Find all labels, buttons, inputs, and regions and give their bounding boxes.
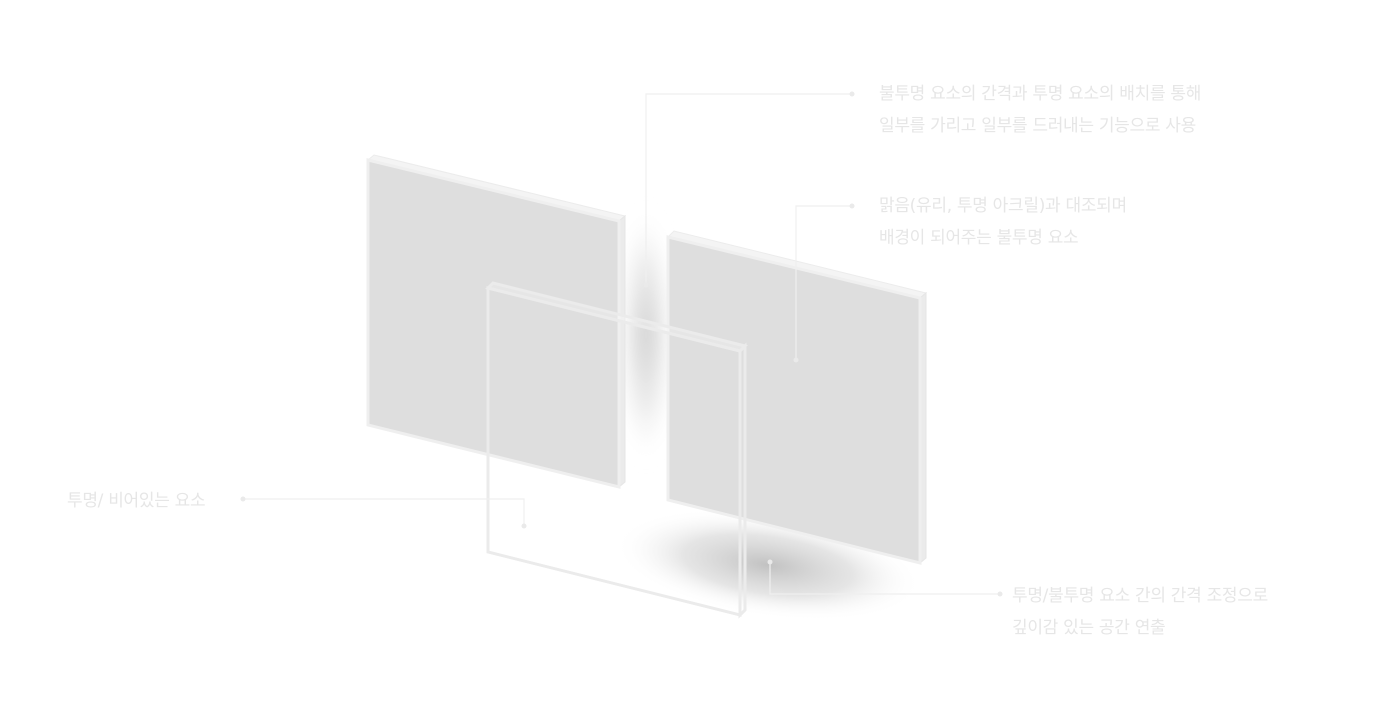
gap-shadow (618, 205, 674, 465)
leader-line-bottom (769, 562, 1000, 595)
dot-bottom-end (997, 591, 1003, 597)
dot-top-start (643, 282, 649, 288)
leader-line-top (645, 93, 852, 285)
leader-line-mid (795, 205, 852, 360)
dot-left-end (521, 523, 527, 529)
annotation-bottom: 투명/불투명 요소 간의 간격 조정으로 깊이감 있는 공간 연출 (1012, 580, 1268, 644)
annotation-top-line2: 일부를 가리고 일부를 드러내는 기능으로 사용 (879, 116, 1196, 136)
annotation-top-line1: 불투명 요소의 간격과 투명 요소의 배치를 통해 (879, 84, 1202, 104)
dot-left-start (240, 496, 246, 502)
dot-top-end (849, 91, 855, 97)
opaque-panel-right (666, 230, 928, 565)
leader-dots (240, 91, 1003, 597)
opaque-panel-left (366, 154, 627, 489)
annotation-bottom-line2: 깊이감 있는 공간 연출 (1012, 618, 1166, 638)
annotation-bottom-line1: 투명/불투명 요소 간의 간격 조정으로 (1012, 586, 1268, 606)
annotation-mid-line2: 배경이 되어주는 불투명 요소 (879, 228, 1079, 248)
annotation-left: 투명/ 비어있는 요소 (67, 485, 206, 517)
annotation-mid-line1: 맑음(유리, 투명 아크릴)과 대조되며 (879, 196, 1127, 216)
leader-line-left (243, 498, 525, 526)
dot-mid-start (793, 357, 799, 363)
annotation-left-line1: 투명/ 비어있는 요소 (67, 491, 206, 511)
leader-lines (243, 93, 1000, 595)
dot-bottom-start (767, 559, 773, 565)
dot-mid-end (849, 203, 855, 209)
annotation-top: 불투명 요소의 간격과 투명 요소의 배치를 통해 일부를 가리고 일부를 드러… (879, 78, 1201, 142)
transparent-panel (485, 281, 748, 619)
annotation-mid: 맑음(유리, 투명 아크릴)과 대조되며 배경이 되어주는 불투명 요소 (879, 190, 1127, 254)
